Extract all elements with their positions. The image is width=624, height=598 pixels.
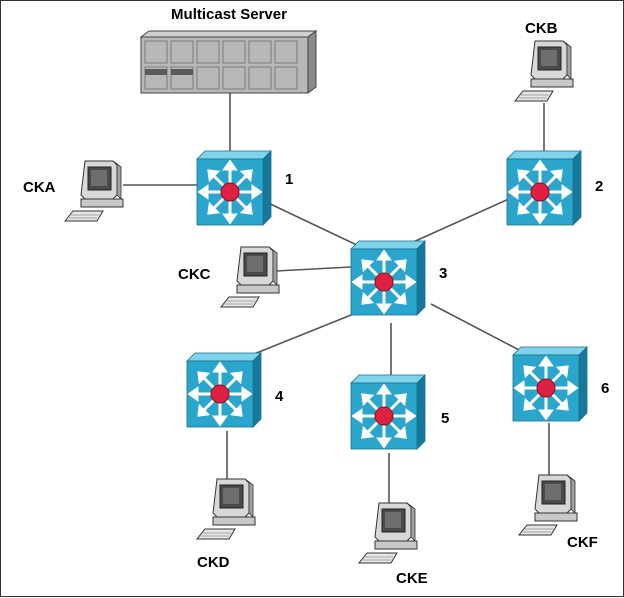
workstation-icon	[196, 478, 256, 540]
host-cka-label: CKA	[23, 179, 56, 196]
layer3-switch-icon	[511, 345, 589, 423]
layer3-switch-icon	[195, 149, 273, 227]
host-ckb-label: CKB	[525, 20, 558, 37]
link-ckc-s3	[275, 266, 352, 272]
server-rack-icon	[139, 30, 318, 94]
host-ckc-label: CKC	[178, 266, 211, 283]
server-label: Multicast Server	[171, 6, 287, 23]
workstation-icon	[64, 160, 124, 222]
host-ckd	[196, 478, 256, 540]
switch-6	[511, 345, 589, 423]
host-ckb	[514, 40, 574, 102]
links	[123, 93, 550, 503]
switch-4-label: 4	[275, 388, 284, 405]
workstation-icon	[220, 246, 280, 308]
host-ckf	[518, 474, 578, 536]
switch-2	[505, 149, 583, 227]
switch-6-label: 6	[601, 380, 609, 397]
host-ckc	[220, 246, 280, 308]
layer3-switch-icon	[349, 239, 427, 317]
link-s1-s3	[263, 200, 362, 248]
link-s3-s4	[248, 310, 362, 357]
layer3-switch-icon	[505, 149, 583, 227]
workstation-icon	[358, 502, 418, 564]
workstation-icon	[518, 474, 578, 536]
switch-1	[195, 149, 273, 227]
layer3-switch-icon	[349, 373, 427, 451]
host-ckd-label: CKD	[197, 554, 230, 571]
switch-2-label: 2	[595, 178, 603, 195]
switch-3-label: 3	[439, 265, 447, 282]
host-cke	[358, 502, 418, 564]
switch-1-label: 1	[285, 171, 293, 188]
switch-4	[185, 351, 263, 429]
layer3-switch-icon	[185, 351, 263, 429]
switch-5	[349, 373, 427, 451]
switch-5-label: 5	[441, 410, 449, 427]
host-cka	[64, 160, 124, 222]
workstation-icon	[514, 40, 574, 102]
link-s3-s6	[430, 303, 522, 352]
link-s2-s3	[410, 197, 512, 244]
switch-3	[349, 239, 427, 317]
multicast-server	[139, 30, 318, 94]
host-ckf-label: CKF	[567, 534, 598, 551]
host-cke-label: CKE	[396, 570, 428, 587]
